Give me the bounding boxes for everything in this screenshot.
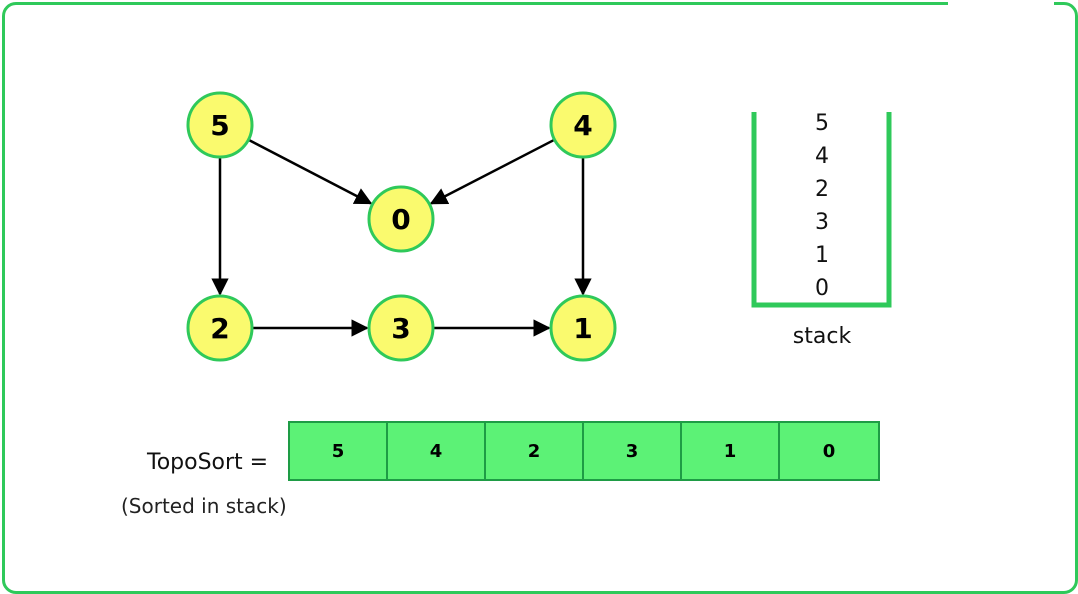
node-5: 5 [186, 91, 254, 159]
node-4: 4 [549, 91, 617, 159]
node-circle [549, 294, 617, 362]
node-3: 3 [367, 294, 435, 362]
node-label: 4 [573, 109, 592, 142]
stack-label: stack [793, 324, 852, 349]
toposort-note: (Sorted in stack) [121, 494, 287, 518]
node-label: 5 [210, 109, 229, 142]
toposort-cell: 0 [780, 423, 878, 479]
toposort-label: TopoSort = [147, 450, 269, 475]
node-0: 0 [367, 185, 435, 253]
node-label: 0 [391, 203, 410, 236]
toposort-cell: 2 [486, 423, 584, 479]
stack-item: 4 [815, 144, 829, 169]
stack-item: 5 [815, 111, 829, 136]
node-label: 2 [210, 312, 229, 345]
toposort-cell: 1 [682, 423, 780, 479]
node-circle [549, 91, 617, 159]
edges [211, 138, 592, 337]
edge-5-to-0 [247, 138, 373, 205]
node-2: 2 [186, 294, 254, 362]
stack-items: 5 4 2 3 1 0 [815, 111, 829, 301]
stack-item: 1 [815, 243, 829, 268]
toposort-cell: 3 [584, 423, 682, 479]
node-circle [186, 294, 254, 362]
stack-container: 5 4 2 3 1 0 stack [751, 111, 892, 349]
node-circle [186, 91, 254, 159]
stack-item: 2 [815, 177, 829, 202]
node-1: 1 [549, 294, 617, 362]
stack-bucket [751, 112, 892, 308]
node-circle [367, 294, 435, 362]
stack-item: 0 [815, 276, 829, 301]
nodes: 5 4 0 2 3 1 [186, 91, 617, 362]
stack-item: 3 [815, 210, 829, 235]
toposort-cell: 5 [290, 423, 388, 479]
node-circle [367, 185, 435, 253]
node-label: 3 [391, 312, 410, 345]
frame-notch [948, 0, 1054, 6]
edge-4-to-0 [429, 138, 556, 205]
node-label: 1 [573, 312, 592, 345]
toposort-cell: 4 [388, 423, 486, 479]
